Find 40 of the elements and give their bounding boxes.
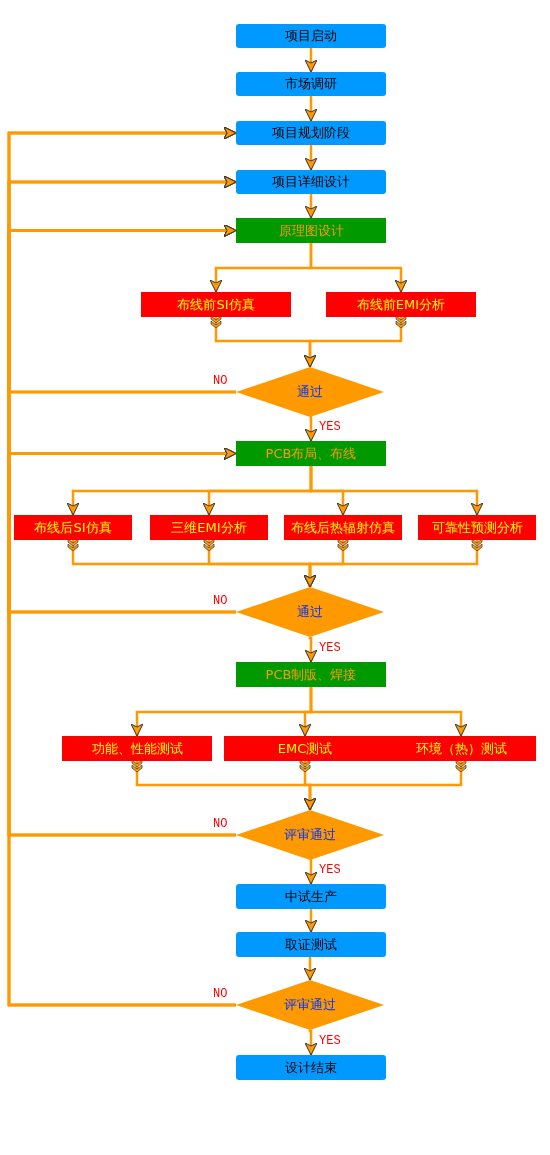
arrow (304, 145, 318, 171)
arrow (304, 194, 318, 219)
arrow (304, 858, 318, 885)
process-box: EMC测试 (224, 736, 386, 761)
arrow (7, 447, 237, 1007)
process-box: 三维EMI分析 (150, 515, 268, 540)
arrow (309, 243, 408, 293)
arrow (303, 538, 483, 588)
process-box: 取证测试 (236, 932, 386, 957)
arrow (304, 1029, 318, 1056)
process-box: 项目详细设计 (236, 170, 386, 194)
process-box: 中试生产 (236, 884, 386, 909)
arrow (303, 315, 407, 368)
arrow (304, 636, 318, 663)
process-box: PCB布局、布线 (236, 441, 386, 466)
process-box: 环境（热）测试 (386, 736, 536, 761)
process-box: 可靠性预测分析 (418, 515, 536, 540)
arrow (309, 687, 468, 737)
arrow (304, 415, 318, 442)
process-box: 布线前EMI分析 (326, 292, 476, 317)
process-box: 项目启动 (236, 24, 386, 48)
process-box: 市场调研 (236, 72, 386, 96)
process-box: 项目规划阶段 (236, 121, 386, 145)
arrow (303, 759, 467, 811)
decision-diamond: 评审通过 (236, 810, 384, 860)
process-box: 布线前SI仿真 (141, 292, 291, 317)
process-box: 布线后SI仿真 (14, 515, 132, 540)
arrow (304, 48, 318, 73)
decision-diamond: 通过 (236, 367, 384, 417)
process-box: 布线后热辐射仿真 (284, 515, 402, 540)
arrow (303, 954, 317, 981)
process-box: 原理图设计 (236, 218, 386, 243)
decision-diamond: 通过 (236, 587, 384, 637)
process-box: 功能、性能测试 (62, 736, 212, 761)
process-box: 设计结束 (236, 1055, 386, 1080)
process-box: PCB制版、焊接 (236, 662, 386, 687)
decision-diamond: 评审通过 (236, 980, 384, 1030)
arrow (309, 466, 484, 516)
arrow (304, 96, 318, 122)
arrow (304, 909, 318, 933)
